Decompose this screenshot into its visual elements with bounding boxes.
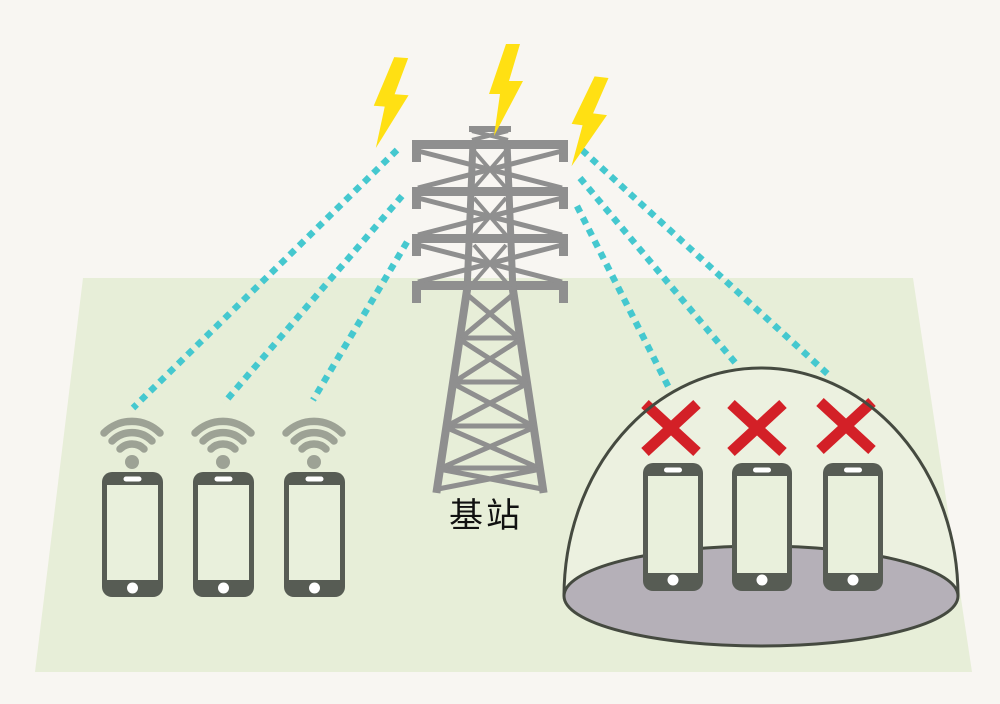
transmission-tower-icon [412,126,568,494]
signal-lines-right [574,147,834,390]
dotted-signal-line [579,147,834,380]
dotted-signal-line [310,240,410,402]
blocked-phones [643,463,883,591]
smartphone-icon [284,472,345,597]
tower-crossarm [412,187,568,209]
lightning-bolt-icon [489,44,523,136]
red-x-icon [727,399,787,457]
lightning-bolts [373,44,609,167]
wifi-icon [191,417,255,469]
wifi-icon [100,417,164,469]
wifi-icon [282,417,346,469]
smartphone-icon [823,463,883,591]
dotted-signal-line [130,147,400,411]
base-station-label: 基站 [449,497,523,535]
tower-crossarm [412,281,568,303]
connected-phones [100,417,346,597]
dome-outline [562,366,960,597]
smartphone-icon [643,463,703,591]
smartphone-icon [732,463,792,591]
lightning-bolt-icon [571,76,609,167]
lightning-bolt-icon [373,57,409,149]
tower-crossarm [412,140,568,162]
red-x-icon [641,399,701,457]
dotted-signal-line [574,204,672,390]
blocked-x-marks [641,397,876,457]
red-x-icon [816,397,876,455]
dotted-signal-line [221,193,405,406]
dotted-signal-line [577,175,741,369]
tower-crossarm [412,234,568,256]
smartphone-icon [102,472,163,597]
smartphone-icon [193,472,254,597]
signal-lines-left [130,147,410,411]
